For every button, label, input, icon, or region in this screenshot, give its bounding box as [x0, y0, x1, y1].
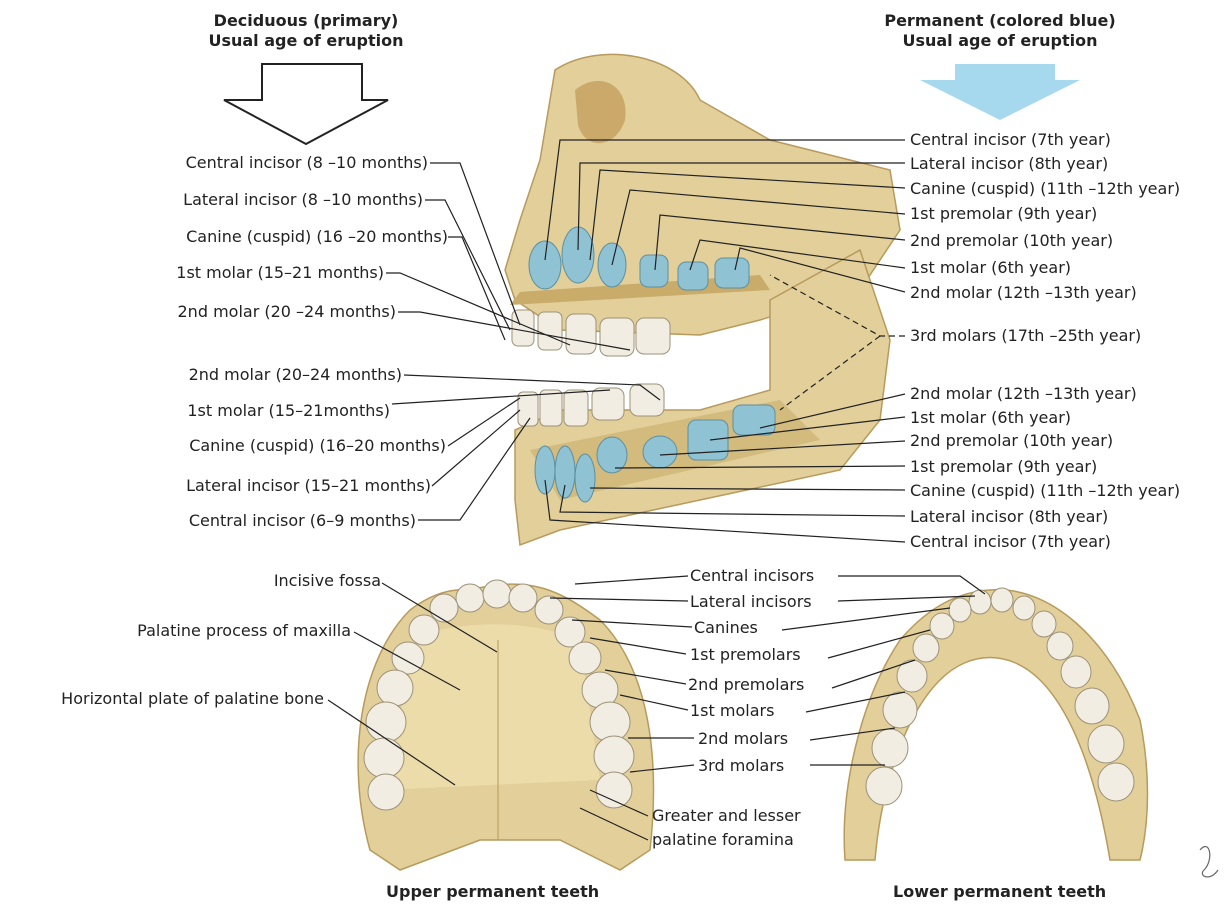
permanent-header-line1: Permanent (colored blue) — [860, 11, 1140, 31]
label-upper-permanent-lateral-incisor: Lateral incisor (8th year) — [910, 155, 1108, 173]
label-lower-deciduous-1st-molar: 1st molar (15–21months) — [187, 402, 390, 420]
label-palatine-process: Palatine process of maxilla — [137, 622, 351, 640]
label-canines: Canines — [694, 619, 758, 637]
label-lower-permanent-1st-molar: 1st molar (6th year) — [910, 409, 1071, 427]
label-upper-permanent-central-incisor: Central incisor (7th year) — [910, 131, 1111, 149]
label-upper-deciduous-2nd-molar: 2nd molar (20 –24 months) — [178, 303, 397, 321]
label-foramina-line2: palatine foramina — [652, 831, 794, 849]
label-incisive-fossa: Incisive fossa — [274, 572, 381, 590]
permanent-header-line2: Usual age of eruption — [860, 31, 1140, 51]
deciduous-header: Deciduous (primary) Usual age of eruptio… — [176, 11, 436, 51]
label-lower-permanent-1st-premolar: 1st premolar (9th year) — [910, 458, 1097, 476]
upper-arch — [358, 580, 653, 870]
label-upper-permanent-2nd-molar: 2nd molar (12th –13th year) — [910, 284, 1137, 302]
label-lower-deciduous-2nd-molar: 2nd molar (20–24 months) — [189, 366, 402, 384]
label-2nd-premolars: 2nd premolars — [688, 676, 804, 694]
label-lower-permanent-2nd-premolar: 2nd premolar (10th year) — [910, 432, 1113, 450]
caption-lower-permanent-teeth: Lower permanent teeth — [893, 883, 1106, 901]
artist-signature-icon — [1200, 847, 1218, 877]
deciduous-header-line1: Deciduous (primary) — [176, 11, 436, 31]
label-central-incisors: Central incisors — [690, 567, 814, 585]
permanent-arrow-icon — [920, 64, 1080, 120]
label-lower-permanent-lateral-incisor: Lateral incisor (8th year) — [910, 508, 1108, 526]
label-upper-permanent-2nd-premolar: 2nd premolar (10th year) — [910, 232, 1113, 250]
label-2nd-molars: 2nd molars — [698, 730, 788, 748]
label-lower-permanent-2nd-molar: 2nd molar (12th –13th year) — [910, 385, 1137, 403]
label-lateral-incisors: Lateral incisors — [690, 593, 812, 611]
label-upper-deciduous-1st-molar: 1st molar (15–21 months) — [176, 264, 384, 282]
label-1st-molars: 1st molars — [690, 702, 774, 720]
label-upper-deciduous-central-incisor: Central incisor (8 –10 months) — [186, 154, 428, 172]
label-upper-deciduous-lateral-incisor: Lateral incisor (8 –10 months) — [183, 191, 423, 209]
label-upper-permanent-1st-premolar: 1st premolar (9th year) — [910, 205, 1097, 223]
label-lower-deciduous-canine: Canine (cuspid) (16–20 months) — [189, 437, 446, 455]
lower-arch — [844, 588, 1147, 860]
label-3rd-molars: 3rd molars — [698, 757, 784, 775]
label-foramina-line1: Greater and lesser — [652, 807, 801, 825]
deciduous-header-line2: Usual age of eruption — [176, 31, 436, 51]
label-lower-deciduous-central-incisor: Central incisor (6–9 months) — [189, 512, 416, 530]
permanent-header: Permanent (colored blue) Usual age of er… — [860, 11, 1140, 51]
deciduous-arrow-icon — [224, 64, 388, 144]
label-upper-deciduous-canine: Canine (cuspid) (16 –20 months) — [186, 228, 448, 246]
label-lower-deciduous-lateral-incisor: Lateral incisor (15–21 months) — [186, 477, 431, 495]
label-lower-permanent-central-incisor: Central incisor (7th year) — [910, 533, 1111, 551]
label-third-molars: 3rd molars (17th –25th year) — [910, 327, 1141, 345]
label-lower-permanent-canine: Canine (cuspid) (11th –12th year) — [910, 482, 1180, 500]
label-upper-permanent-1st-molar: 1st molar (6th year) — [910, 259, 1071, 277]
caption-upper-permanent-teeth: Upper permanent teeth — [386, 883, 599, 901]
label-horizontal-plate: Horizontal plate of palatine bone — [61, 690, 324, 708]
label-upper-permanent-canine: Canine (cuspid) (11th –12th year) — [910, 180, 1180, 198]
label-1st-premolars: 1st premolars — [690, 646, 801, 664]
